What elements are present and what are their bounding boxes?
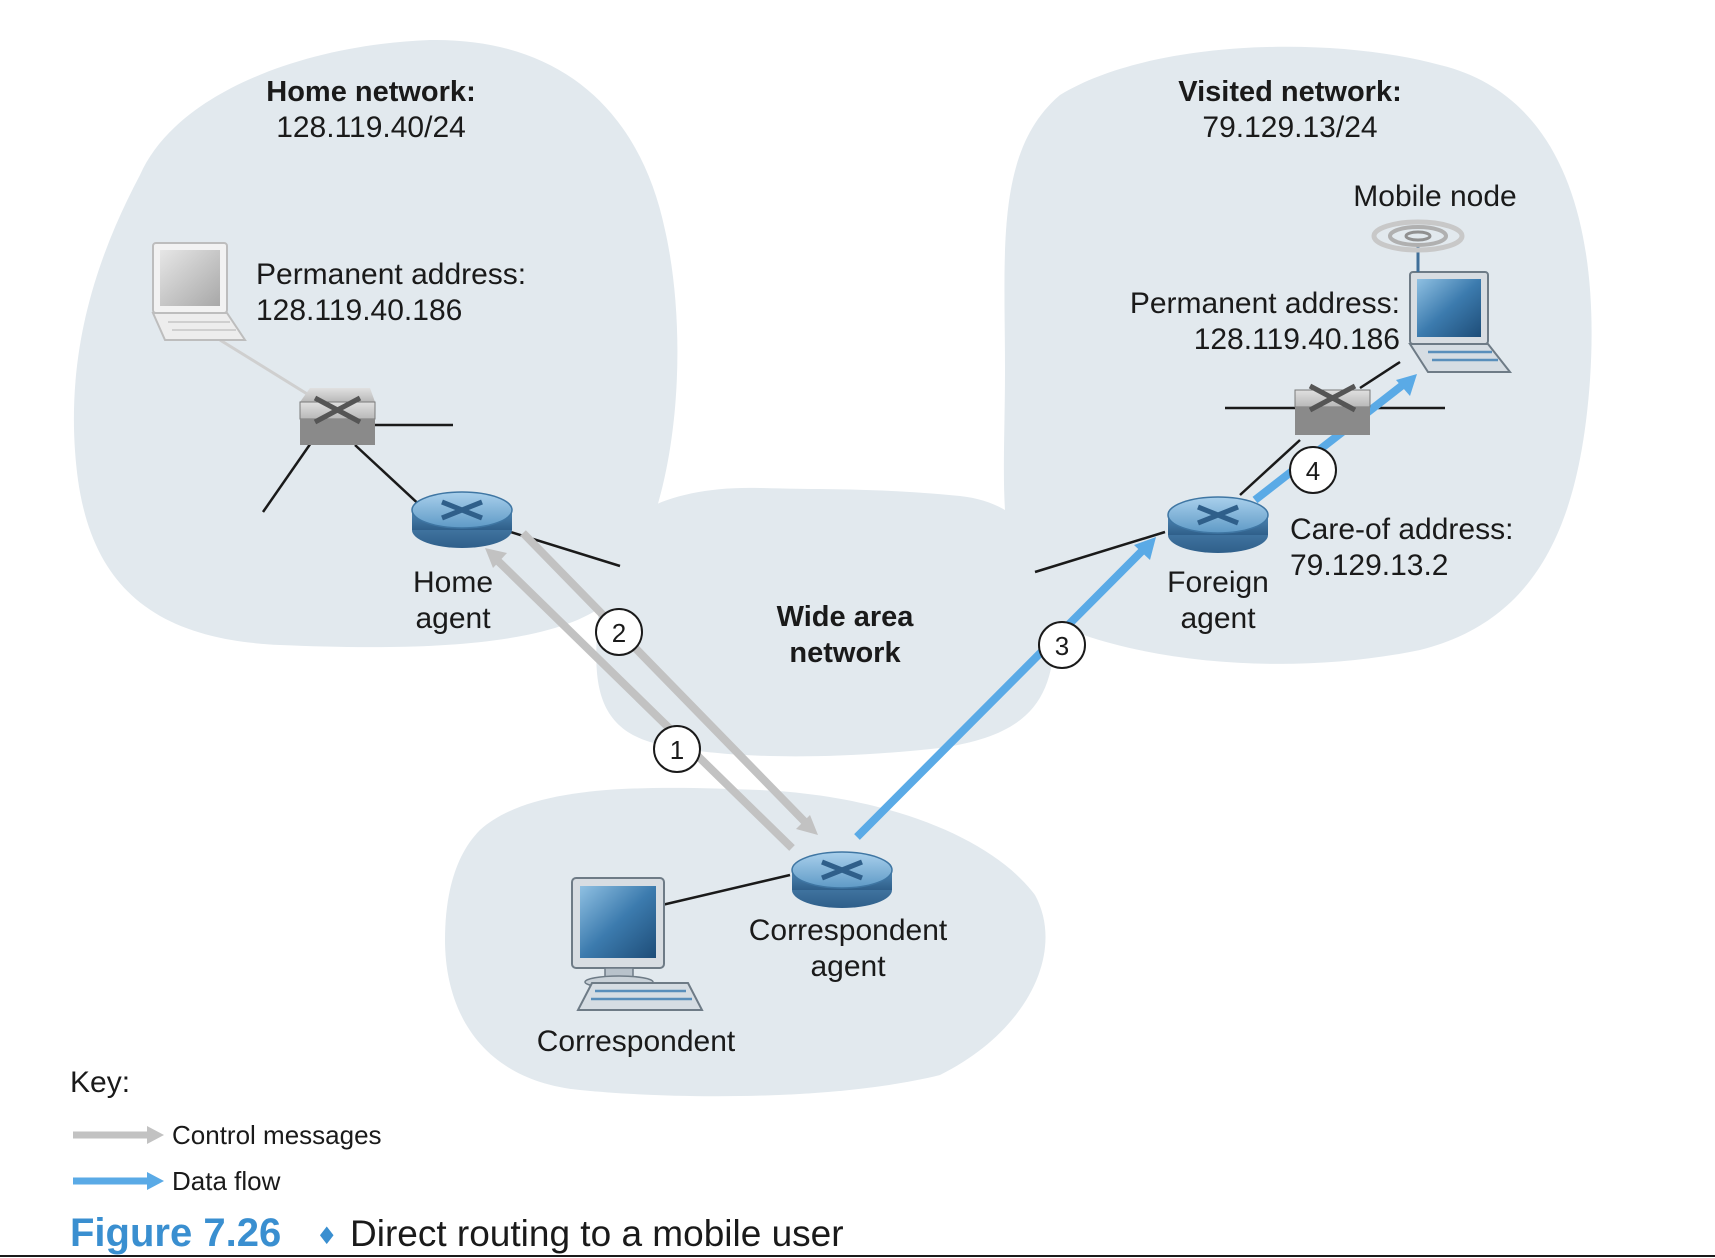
visited-network-title: Visited network: (1178, 76, 1401, 108)
correspondent-agent-router (791, 851, 893, 908)
step-marker-1: 1 (653, 725, 701, 773)
visited-permanent-address: 128.119.40.186 (1194, 323, 1400, 356)
care-of-address: 79.129.13.2 (1290, 549, 1448, 582)
mobile-node-label: Mobile node (1353, 180, 1516, 213)
correspondent-computer-icon (571, 877, 704, 1011)
caption-separator: ♦ (316, 1222, 338, 1250)
caption-text: Direct routing to a mobile user (350, 1213, 844, 1254)
legend: Key: Control messages Data flow (70, 1066, 382, 1196)
home-agent-label-line2: agent (415, 602, 491, 635)
control-arrow-1 (485, 548, 795, 851)
figure-caption: Figure 7.26 ♦ Direct routing to a mobile… (70, 1211, 844, 1255)
visited-network-prefix: 79.129.13/24 (1202, 111, 1377, 144)
network-links (261, 360, 1445, 907)
home-network-prefix: 128.119.40/24 (276, 111, 466, 144)
visited-switch (1294, 383, 1371, 435)
correspondent-network-cloud (445, 787, 1046, 1097)
home-permanent-label: Permanent address: (256, 258, 526, 291)
legend-data-label: Data flow (172, 1166, 281, 1196)
data-arrow-3 (854, 537, 1156, 840)
visited-permanent-label: Permanent address: (1130, 287, 1400, 320)
wan-label-line2: network (789, 637, 901, 669)
legend-control-label: Control messages (172, 1120, 382, 1150)
home-network-title: Home network: (266, 76, 475, 108)
step-3-label: 3 (1055, 631, 1069, 661)
care-of-label: Care-of address: (1290, 513, 1513, 546)
step-1-label: 1 (670, 735, 684, 765)
legend-title: Key: (70, 1066, 130, 1099)
visited-network-cloud (1003, 46, 1592, 664)
home-permanent-address: 128.119.40.186 (256, 294, 462, 327)
step-marker-2: 2 (595, 608, 643, 656)
data-arrow-4 (1252, 374, 1417, 504)
mobile-node-laptop-icon (1408, 243, 1513, 373)
step-2-label: 2 (612, 618, 626, 648)
home-switch (299, 388, 376, 445)
control-arrow-2 (520, 530, 818, 835)
correspondent-agent-label-line2: agent (810, 950, 886, 983)
wan-label-line1: Wide area (777, 601, 915, 633)
wan-cloud (596, 487, 1055, 757)
correspondent-agent-label-line1: Correspondent (749, 914, 948, 947)
foreign-agent-router (1167, 496, 1269, 553)
wireless-signal-icon (1371, 219, 1465, 253)
foreign-agent-label-line2: agent (1180, 602, 1256, 635)
home-agent-label-line1: Home (413, 566, 493, 599)
home-laptop-icon (151, 242, 247, 341)
home-network-cloud (73, 39, 678, 648)
step-4-label: 4 (1306, 456, 1320, 486)
correspondent-host-label: Correspondent (537, 1025, 736, 1058)
step-marker-4: 4 (1289, 446, 1337, 494)
home-agent-router (411, 491, 513, 548)
foreign-agent-label-line1: Foreign (1167, 566, 1269, 599)
step-marker-3: 3 (1038, 621, 1086, 669)
figure-number: Figure 7.26 (70, 1211, 281, 1255)
